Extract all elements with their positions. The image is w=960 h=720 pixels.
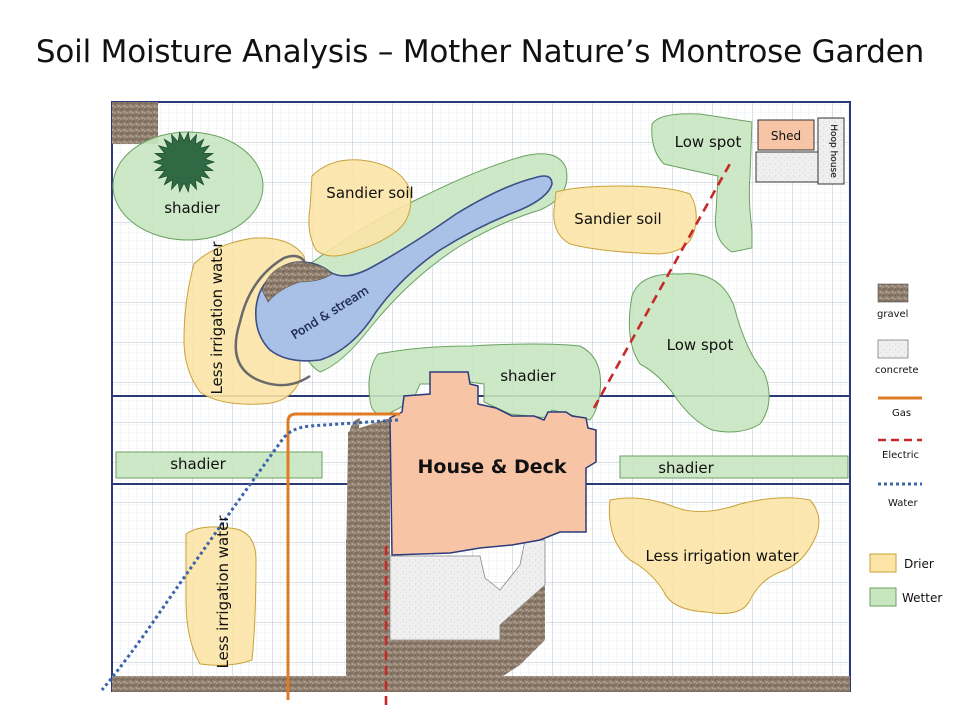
legend-drier-label: Drier <box>904 557 934 571</box>
page-title: Soil Moisture Analysis – Mother Nature’s… <box>35 34 925 70</box>
label-shadier-house: shadier <box>500 367 556 385</box>
label-less-irrigation-left: Less irrigation water <box>208 241 226 395</box>
legend-wetter-swatch <box>869 587 897 607</box>
concrete-pad <box>755 151 819 183</box>
legend-concrete-swatch <box>877 339 909 359</box>
legend-water-label: Water <box>888 498 918 509</box>
label-sandier-2: Sandier soil <box>574 210 661 228</box>
label-hoop-house: Hoop house <box>828 124 838 178</box>
label-sandier-1: Sandier soil <box>326 184 413 202</box>
label-less-irrigation-right: Less irrigation water <box>645 547 799 565</box>
tree-icon <box>152 131 216 193</box>
pond-outline <box>234 254 311 387</box>
legend-wetter-label: Wetter <box>902 591 942 605</box>
electric-line <box>384 159 734 705</box>
hoop-house <box>817 117 845 185</box>
legend-gravel-swatch <box>877 283 909 303</box>
label-low-spot-2: Low spot <box>667 336 734 354</box>
legend-gas-label: Gas <box>892 408 911 419</box>
pond-rocks <box>261 261 333 303</box>
legend-electric-label: Electric <box>882 450 919 461</box>
label-house: House & Deck <box>417 456 566 478</box>
legend-concrete-label: concrete <box>875 365 919 376</box>
label-less-irrigation-bottomleft: Less irrigation water <box>214 515 232 669</box>
legend-gravel-label: gravel <box>877 309 908 320</box>
label-shed: Shed <box>771 129 801 143</box>
pond-stream <box>254 175 553 362</box>
label-low-spot-1: Low spot <box>675 133 742 151</box>
gas-line <box>286 412 400 700</box>
shed <box>757 119 815 151</box>
drier-areas <box>183 159 820 666</box>
label-shadier-left-strip: shadier <box>170 455 226 473</box>
house-deck <box>389 371 597 556</box>
label-shadier-topleft: shadier <box>164 199 220 217</box>
legend-drier-swatch <box>869 553 897 573</box>
label-shadier-right-strip: shadier <box>658 459 714 477</box>
water-line <box>100 418 399 691</box>
legend: gravel concrete Gas Electric Water Drier… <box>869 283 942 607</box>
